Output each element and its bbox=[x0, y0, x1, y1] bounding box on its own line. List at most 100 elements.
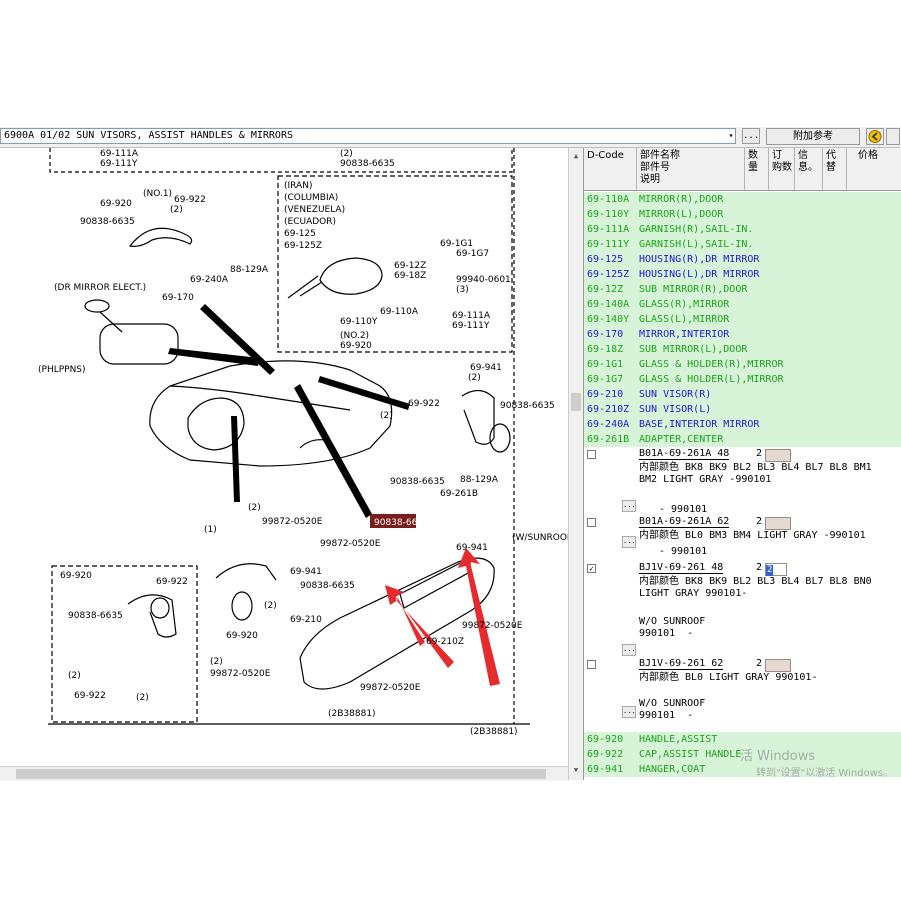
diagram-callout[interactable]: 69-920 bbox=[100, 199, 132, 209]
diagram-callout[interactable]: 69-922 bbox=[174, 195, 206, 205]
diagram-callout[interactable]: 88-129A bbox=[230, 265, 269, 275]
diagram-callout[interactable]: 99872-0520E bbox=[262, 517, 323, 527]
scroll-thumb[interactable] bbox=[16, 769, 546, 779]
diagram-callout[interactable]: 69-110Y bbox=[340, 317, 378, 327]
diagram-callout[interactable]: 88-129A bbox=[460, 475, 499, 485]
diagram-callout[interactable]: 69-261B bbox=[440, 489, 478, 499]
diagram-callout[interactable]: (2) bbox=[468, 373, 481, 383]
diagram-horizontal-scrollbar[interactable] bbox=[0, 766, 568, 781]
scroll-thumb[interactable] bbox=[571, 393, 581, 411]
diagram-callout[interactable]: (2) bbox=[170, 205, 183, 215]
diagram-callout[interactable]: (1) bbox=[204, 525, 217, 535]
back-button[interactable] bbox=[866, 128, 884, 145]
diagram-callout[interactable]: (ECUADOR) bbox=[284, 217, 336, 227]
diagram-callout[interactable]: 69-125Z bbox=[284, 241, 322, 251]
diagram-callout[interactable]: 69-240A bbox=[190, 275, 229, 285]
diagram-callout[interactable]: 99872-0520E bbox=[210, 669, 271, 679]
select-checkbox[interactable] bbox=[587, 518, 596, 527]
diagram-callout[interactable]: (PHLPPNS) bbox=[38, 365, 86, 375]
section-select[interactable]: 6900A 01/02 SUN VISORS, ASSIST HANDLES &… bbox=[0, 128, 736, 144]
diagram-callout[interactable]: 90838-6635 bbox=[80, 217, 135, 227]
order-qty-input[interactable] bbox=[765, 659, 791, 672]
diagram-callout[interactable]: 99940-0601 bbox=[456, 275, 511, 285]
diagram-callout[interactable]: 69-111A bbox=[100, 149, 139, 159]
part-number-link[interactable]: B01A-69-261A 48 bbox=[639, 448, 730, 460]
more-button[interactable]: ... bbox=[622, 644, 636, 656]
diagram-callout[interactable]: 69-941 bbox=[470, 363, 502, 373]
diagram-callout[interactable]: (DR MIRROR ELECT.) bbox=[54, 283, 146, 293]
diagram-callout[interactable]: (COLUMBIA) bbox=[284, 193, 338, 203]
diagram-callout[interactable]: 69-210 bbox=[290, 615, 322, 625]
diagram-callout[interactable]: 69-18Z bbox=[394, 271, 426, 281]
diagram-callout[interactable]: 90838-6635 bbox=[500, 401, 555, 411]
diagram-callout[interactable]: 69-922 bbox=[156, 577, 188, 587]
diagram-callout[interactable]: 69-1G1 bbox=[440, 239, 473, 249]
order-qty-value[interactable]: 2 bbox=[766, 565, 774, 576]
diagram-callout[interactable]: 69-110A bbox=[380, 307, 419, 317]
diagram-vertical-scrollbar[interactable]: ▲ ▼ bbox=[568, 148, 583, 780]
diagram-callout[interactable]: 69-922 bbox=[74, 691, 106, 701]
diagram-callout[interactable]: 99872-0520E bbox=[462, 621, 523, 631]
diagram-callout[interactable]: (2) bbox=[68, 671, 81, 681]
diagram-callout[interactable]: (NO.2) bbox=[340, 331, 369, 341]
diagram-callout[interactable]: (NO.1) bbox=[143, 189, 172, 199]
scroll-down-icon[interactable]: ▼ bbox=[573, 766, 579, 774]
diagram-callout[interactable]: 69-210Z bbox=[426, 637, 464, 647]
diagram-callout[interactable]: 69-12Z bbox=[394, 261, 426, 271]
diagram-callout[interactable]: 69-941 bbox=[456, 543, 488, 553]
diagram-callout[interactable]: 90838-6635 bbox=[374, 518, 429, 528]
diagram-callout[interactable]: 90838-6635 bbox=[390, 477, 445, 487]
order-qty-input[interactable] bbox=[765, 517, 791, 530]
diagram-callout[interactable]: 69-111A bbox=[452, 311, 491, 321]
chevron-down-icon[interactable]: ▾ bbox=[728, 131, 734, 140]
diagram-callout[interactable]: 69-922 bbox=[408, 399, 440, 409]
forward-button[interactable] bbox=[886, 128, 900, 145]
diagram-callout[interactable]: 99872-0520E bbox=[320, 539, 381, 549]
select-checkbox[interactable] bbox=[587, 660, 596, 669]
scroll-up-icon[interactable]: ▲ bbox=[573, 152, 579, 160]
diagram-callout[interactable]: (2B38881) bbox=[328, 709, 376, 719]
diagram-callout[interactable]: (IRAN) bbox=[284, 181, 312, 191]
part-number-link[interactable]: BJ1V-69-261 62 bbox=[639, 658, 724, 670]
more-button[interactable]: ... bbox=[742, 128, 760, 144]
diagram-callout[interactable]: 90838-6635 bbox=[340, 159, 395, 169]
diagram-callout[interactable]: 69-111Y bbox=[452, 321, 490, 331]
diagram-callout[interactable]: (3) bbox=[456, 285, 469, 295]
diagram-callout[interactable]: 69-920 bbox=[340, 341, 372, 351]
diagram-callout[interactable]: 90838-6635 bbox=[68, 611, 123, 621]
more-button[interactable]: ... bbox=[622, 536, 636, 548]
diagram-callout[interactable]: (2) bbox=[340, 149, 353, 159]
more-button[interactable]: ... bbox=[622, 500, 636, 512]
diagram-callout[interactable]: (2) bbox=[210, 657, 223, 667]
diagram-callout[interactable]: (2) bbox=[248, 503, 261, 513]
diagram-callout[interactable]: 69-125 bbox=[284, 229, 316, 239]
diagram-callout[interactable]: 69-920 bbox=[226, 631, 258, 641]
diagram-callout[interactable]: (VENEZUELA) bbox=[284, 205, 345, 215]
diagram-callout[interactable]: 99872-0520E bbox=[360, 683, 421, 693]
part-number-link[interactable]: B01A-69-261A 62 bbox=[639, 516, 730, 528]
diagram-callout[interactable]: 69-111Y bbox=[100, 159, 138, 169]
select-checkbox[interactable]: ✓ bbox=[587, 564, 596, 573]
diagram-callout[interactable]: (W/SUNROOF) bbox=[512, 533, 576, 543]
select-checkbox[interactable] bbox=[587, 450, 596, 459]
diagram-callout[interactable]: 69-170 bbox=[162, 293, 194, 303]
